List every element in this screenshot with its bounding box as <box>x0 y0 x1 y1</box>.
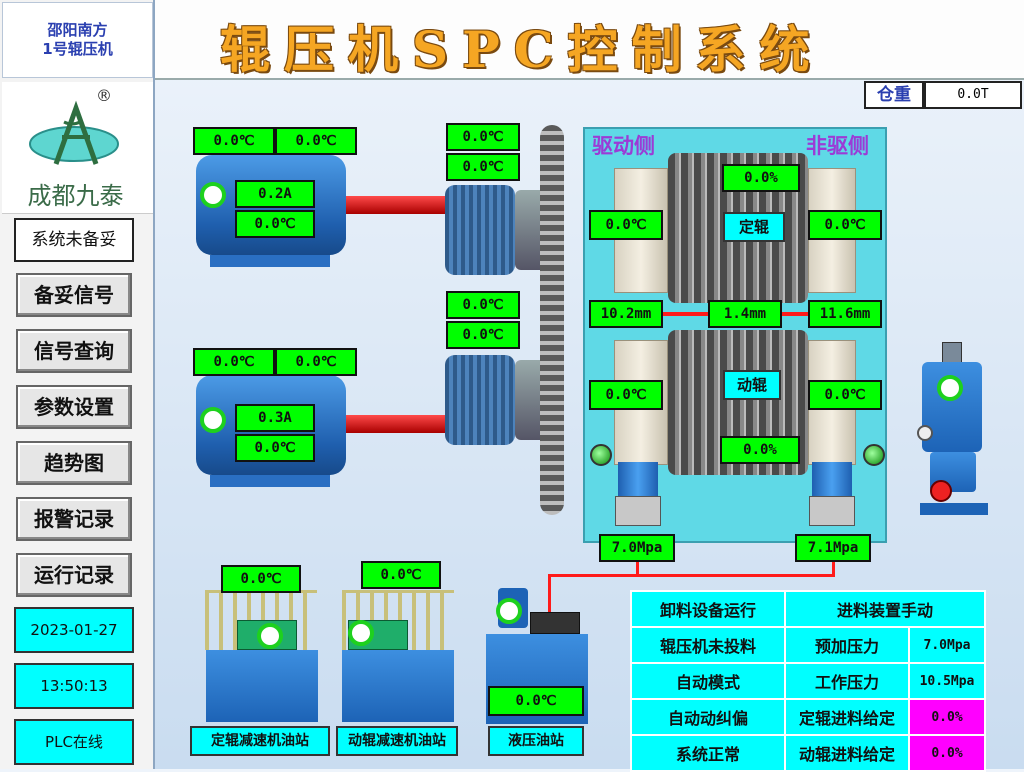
fixed-reducer-station-temp: 0.0℃ <box>221 565 301 593</box>
fixed-roll-percent: 0.0% <box>722 164 800 192</box>
page-title: 辊压机SPC控制系统 <box>220 20 824 79</box>
cylinder-nondrive-cap <box>809 496 855 526</box>
cylinder-drive-cap <box>615 496 661 526</box>
reducer-top <box>445 185 515 275</box>
coupling-bottom <box>346 415 446 433</box>
moving-roll-percent: 0.0% <box>720 436 800 464</box>
hydraulic-station-temp: 0.0℃ <box>488 686 584 716</box>
cylinder-nondrive <box>812 462 852 496</box>
jiutai-logo-icon <box>29 100 119 165</box>
pressure-nondrive: 7.1Mpa <box>795 534 871 562</box>
preload-pressure-label: 预加压力 <box>784 626 910 664</box>
motor-bottom-temp2: 0.0℃ <box>275 348 357 376</box>
status-not-fed: 辊压机未投料 <box>630 626 786 664</box>
preload-pressure-value: 7.0Mpa <box>908 626 986 664</box>
drive-side-lamp <box>590 444 612 466</box>
nav-trend-chart-button[interactable]: 趋势图 <box>16 441 132 485</box>
title-bar <box>155 0 1024 80</box>
lubricator-top <box>942 342 962 364</box>
reducer-bottom-temp2: 0.0℃ <box>446 321 520 349</box>
moving-feed-setpoint-label: 动辊进料给定 <box>784 734 910 772</box>
fixed-station-run-indicator <box>257 623 283 649</box>
pipe-down <box>548 574 551 629</box>
reducer-top-temp2: 0.0℃ <box>446 153 520 181</box>
motor-top-run-indicator <box>200 182 226 208</box>
reducer-bottom-temp1: 0.0℃ <box>446 291 520 319</box>
coupling-top <box>346 196 446 214</box>
motor-top-temp2: 0.0℃ <box>275 127 357 155</box>
bin-weight-value: 0.0T <box>924 81 1022 109</box>
motor-top-temp1: 0.0℃ <box>193 127 275 155</box>
registered-mark: ® <box>96 86 112 105</box>
pipe-horizontal <box>548 574 835 577</box>
working-pressure-value: 10.5Mpa <box>908 662 986 700</box>
fixed-feed-setpoint-label: 定辊进料给定 <box>784 698 910 736</box>
nondrive-side-label: 非驱侧 <box>806 134 869 158</box>
lubricator-run-indicator <box>937 375 963 401</box>
drive-side-label: 驱动侧 <box>592 134 655 158</box>
status-table: 卸料设备运行 进料装置手动 辊压机未投料 预加压力 7.0Mpa 自动模式 工作… <box>630 590 986 772</box>
fixed-roll-temp-drive: 0.0℃ <box>589 210 663 240</box>
pressure-drive: 7.0Mpa <box>599 534 675 562</box>
cylinder-drive <box>618 462 658 496</box>
moving-roll-temp-nondrive: 0.0℃ <box>808 380 882 410</box>
fixed-roll-temp-nondrive: 0.0℃ <box>808 210 882 240</box>
pipe-drive-vertical <box>636 562 639 576</box>
nav-run-log-button[interactable]: 运行记录 <box>16 553 132 597</box>
reducer-bottom <box>445 355 515 445</box>
nav-alarm-log-button[interactable]: 报警记录 <box>16 497 132 541</box>
plc-status: PLC在线 <box>14 719 134 765</box>
status-auto-mode: 自动模式 <box>630 662 786 700</box>
motor-bottom-current: 0.3A <box>235 404 315 432</box>
nav-signal-query-button[interactable]: 信号查询 <box>16 329 132 373</box>
bin-weight-label: 仓重 <box>864 81 924 109</box>
moving-feed-setpoint-value[interactable]: 0.0% <box>908 734 986 772</box>
status-system-normal: 系统正常 <box>630 734 786 772</box>
site-name-line1: 邵阳南方 <box>47 21 108 39</box>
site-name: 邵阳南方 1号辊压机 <box>2 2 153 78</box>
reducer-top-temp1: 0.0℃ <box>446 123 520 151</box>
moving-reducer-station-tank <box>342 650 454 722</box>
hydraulic-station-label: 液压油站 <box>488 726 584 756</box>
gap-center: 1.4mm <box>708 300 782 328</box>
nondrive-side-lamp <box>863 444 885 466</box>
hydraulic-valve-block <box>530 612 580 634</box>
fixed-roll-label: 定辊 <box>723 212 785 242</box>
working-pressure-label: 工作压力 <box>784 662 910 700</box>
moving-roll-label: 动辊 <box>723 370 781 400</box>
time-display: 13:50:13 <box>14 663 134 709</box>
gap-drive: 10.2mm <box>589 300 663 328</box>
moving-reducer-station-label: 动辊减速机油站 <box>336 726 458 756</box>
lubricator-gauge-icon <box>917 425 933 441</box>
motor-top-base <box>210 255 330 267</box>
fixed-feed-setpoint-value[interactable]: 0.0% <box>908 698 986 736</box>
fixed-reducer-station-tank <box>206 650 318 722</box>
moving-station-run-indicator <box>348 620 374 646</box>
motor-bottom-temp1: 0.0℃ <box>193 348 275 376</box>
moving-roll-temp-drive: 0.0℃ <box>589 380 663 410</box>
motor-top-temp3: 0.0℃ <box>235 210 315 238</box>
moving-reducer-station-temp: 0.0℃ <box>361 561 441 589</box>
motor-bottom-base <box>210 475 330 487</box>
gap-nondrive: 11.6mm <box>808 300 882 328</box>
nav-ready-signal-button[interactable]: 备妥信号 <box>16 273 132 317</box>
hydraulic-run-indicator <box>496 598 522 624</box>
status-discharge-running: 卸料设备运行 <box>630 590 786 628</box>
system-status: 系统未备妥 <box>14 218 134 262</box>
motor-bottom-temp3: 0.0℃ <box>235 434 315 462</box>
pipe-nondrive-vertical <box>832 562 835 576</box>
fixed-reducer-station-label: 定辊减速机油站 <box>190 726 330 756</box>
status-auto-deviation: 自动动纠偏 <box>630 698 786 736</box>
date-display: 2023-01-27 <box>14 607 134 653</box>
lubricator-motor-icon <box>930 480 952 502</box>
site-name-line2: 1号辊压机 <box>42 40 113 58</box>
motor-bottom-run-indicator <box>200 407 226 433</box>
company-name: 成都九泰 <box>27 182 124 210</box>
motor-top-current: 0.2A <box>235 180 315 208</box>
company-logo: ® <box>2 82 153 214</box>
nav-parameter-settings-button[interactable]: 参数设置 <box>16 385 132 429</box>
status-feeder-manual: 进料装置手动 <box>784 590 986 628</box>
lubricator-base <box>920 503 988 515</box>
drive-chain <box>540 125 564 515</box>
